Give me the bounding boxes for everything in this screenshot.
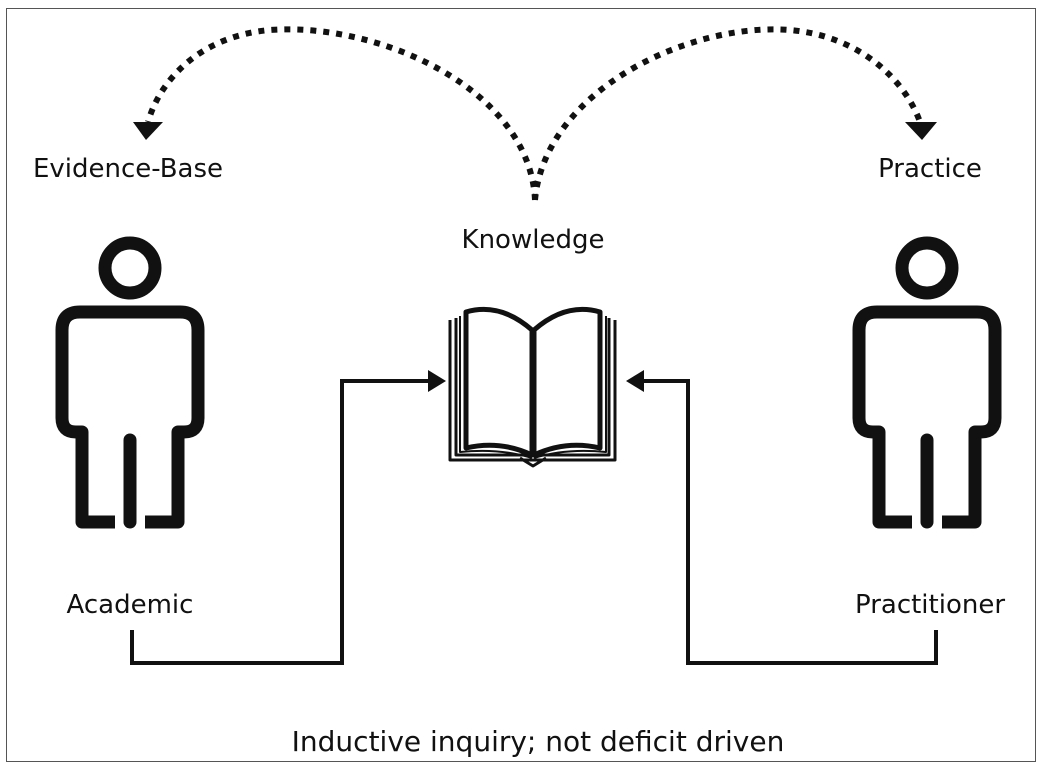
open-book-icon	[448, 306, 617, 468]
practitioner-label: Practitioner	[855, 590, 1005, 620]
person-icon	[55, 236, 205, 529]
academic-to-knowledge-arrow	[130, 379, 430, 665]
arrowhead-practice	[905, 122, 937, 140]
diagram-frame	[6, 8, 1036, 762]
caption: Inductive inquiry; not deficit driven	[292, 725, 785, 758]
arrowhead-evidence-base	[133, 122, 163, 140]
person-icon	[852, 236, 1002, 529]
practitioner-to-knowledge-arrow	[642, 379, 938, 665]
knowledge-label: Knowledge	[462, 225, 605, 255]
arrowhead-academic	[428, 370, 446, 392]
academic-label: Academic	[67, 590, 194, 620]
dotted-arrow-to-practice	[532, 26, 923, 201]
practice-label: Practice	[878, 154, 982, 184]
evidence-base-label: Evidence-Base	[33, 154, 223, 184]
arrowhead-practitioner	[626, 370, 644, 392]
